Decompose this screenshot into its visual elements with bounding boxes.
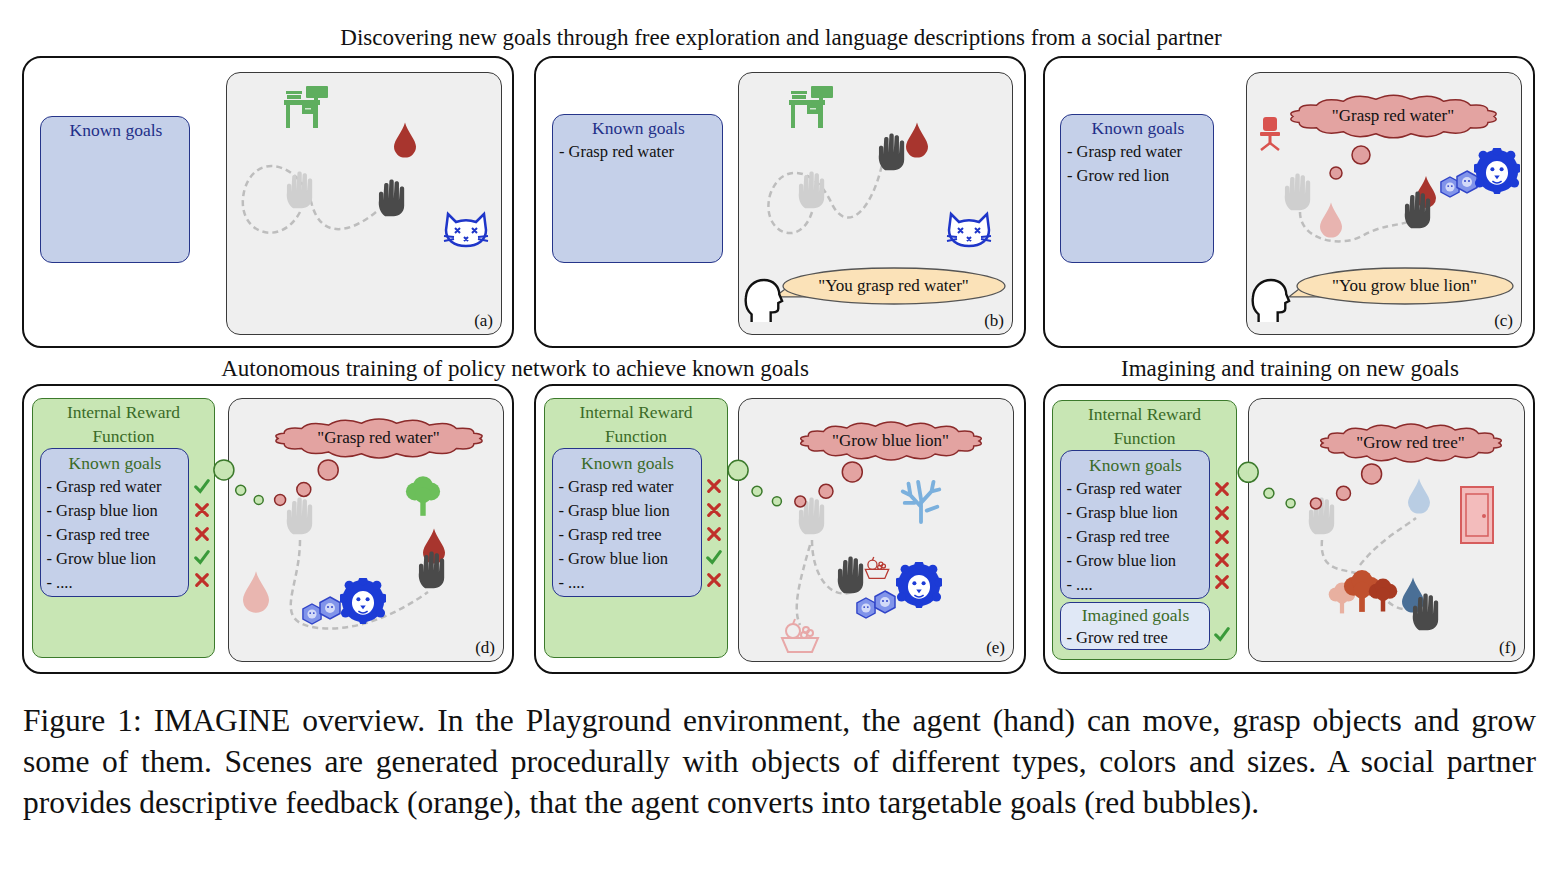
goal-item: - Grow blue lion (559, 547, 697, 571)
imagined-goals-box: Imagined goals- Grow red tree (1060, 602, 1210, 650)
goal-item: - Grasp red water (559, 475, 697, 499)
panel-frame-part (23, 57, 513, 347)
goal-item: - Grasp blue lion (1067, 501, 1205, 525)
bubble-text: "You grow blue lion" (1332, 276, 1477, 296)
bubble-text: "You grasp red water" (818, 276, 969, 296)
goal-item: - Grasp red tree (559, 523, 697, 547)
goal-list-box: Known goals (40, 116, 190, 263)
reward-function-box: Internal Reward FunctionKnown goals- Gra… (32, 398, 215, 658)
box-heading: Known goals (559, 117, 718, 140)
panel-frame-part (535, 385, 1025, 673)
bubble-text: "Grow blue lion" (832, 431, 949, 451)
scene-panel: (e) "Grow blue lion" (738, 398, 1014, 662)
goal-item: - Grow red lion (1067, 164, 1209, 188)
goal-item: - Grasp red water (1067, 140, 1209, 164)
goal-item: - Grasp red water (559, 140, 718, 164)
goal-item: - .... (47, 571, 184, 595)
cloud-outline (1320, 424, 1501, 462)
scene-panel: (a) (226, 72, 502, 335)
goal-item: - .... (559, 571, 697, 595)
goal-item: - Grow blue lion (1067, 549, 1205, 573)
box-heading: Known goals (47, 451, 184, 475)
cloud-outline (275, 419, 481, 458)
goal-item: - Grasp red tree (1067, 525, 1205, 549)
bubble-text: "Grow red tree" (1356, 433, 1464, 453)
scene-panel: (c) "Grasp red water" "You grow blue lion" (1246, 72, 1522, 335)
box-heading: Internal Reward Function (1065, 402, 1224, 450)
scene-panel: (f) "Grow red tree" (1248, 398, 1525, 662)
panel-letter: (b) (984, 311, 1004, 331)
panel-frame-part (1044, 385, 1534, 673)
thought-bubble: "Grasp red water" (275, 420, 483, 457)
goal-item: - Grasp blue lion (47, 499, 184, 523)
scene-panel: (d) "Grasp red water" (228, 398, 504, 662)
panel-letter: (f) (1499, 638, 1516, 658)
goal-list-box: Known goals- Grasp red water- Grasp blue… (40, 448, 189, 597)
panel-letter: (e) (986, 638, 1005, 658)
thought-bubble: "Grow red tree" (1320, 425, 1502, 461)
goal-item: - Grasp blue lion (559, 499, 697, 523)
goal-list-box: Known goals- Grasp red water (552, 114, 723, 263)
cloud-outline (1290, 95, 1495, 138)
bubble-text: "Grasp red water" (317, 428, 439, 448)
figure-caption: Figure 1: IMAGINE overview. In the Playg… (23, 700, 1536, 823)
panel-frame-part (23, 385, 513, 673)
speech-bubble: "You grasp red water" (783, 268, 1005, 304)
goal-item: - Grasp red tree (47, 523, 184, 547)
panel-letter: (d) (475, 638, 495, 658)
reward-function-box: Internal Reward FunctionKnown goals- Gra… (544, 398, 728, 658)
box-heading: Internal Reward Function (557, 400, 715, 448)
goal-list-box: Known goals- Grasp red water- Grow red l… (1060, 114, 1214, 263)
panel-frame-part (535, 57, 1025, 347)
box-heading: Known goals (47, 119, 185, 142)
box-heading: Imagined goals (1067, 603, 1205, 627)
goal-item: - Grow red tree (1067, 627, 1205, 649)
box-heading: Known goals (1067, 453, 1205, 477)
cloud-outline (800, 422, 981, 460)
bubble-outline (783, 268, 1005, 304)
goal-item: - .... (1067, 573, 1205, 597)
goal-item: - Grasp red water (1067, 477, 1205, 501)
scene-panel: (b) "You grasp red water" (738, 72, 1013, 335)
panel-letter: (a) (474, 311, 493, 331)
panel-letter: (c) (1494, 311, 1513, 331)
box-heading: Known goals (1067, 117, 1209, 140)
goal-list-box: Known goals- Grasp red water- Grasp blue… (1060, 450, 1210, 599)
section-heading: Autonomous training of policy network to… (221, 355, 809, 383)
bubble-outline (1297, 268, 1513, 304)
thought-bubble: "Grasp red water" (1290, 96, 1497, 137)
bubble-text: "Grasp red water" (1332, 106, 1454, 126)
panel-frame (23, 57, 1534, 673)
goal-item: - Grasp red water (47, 475, 184, 499)
box-heading: Internal Reward Function (45, 400, 202, 448)
reward-function-box: Internal Reward FunctionKnown goals- Gra… (1052, 400, 1237, 660)
speech-bubble: "You grow blue lion" (1297, 268, 1513, 304)
thought-bubble: "Grow blue lion" (800, 423, 982, 459)
goal-item: - Grow blue lion (47, 547, 184, 571)
goal-list-box: Known goals- Grasp red water- Grasp blue… (552, 448, 702, 597)
section-heading: Imagining and training on new goals (1121, 355, 1459, 383)
panel-frame-part (1044, 57, 1534, 347)
box-heading: Known goals (559, 451, 697, 475)
section-heading: Discovering new goals through free explo… (340, 24, 1221, 52)
